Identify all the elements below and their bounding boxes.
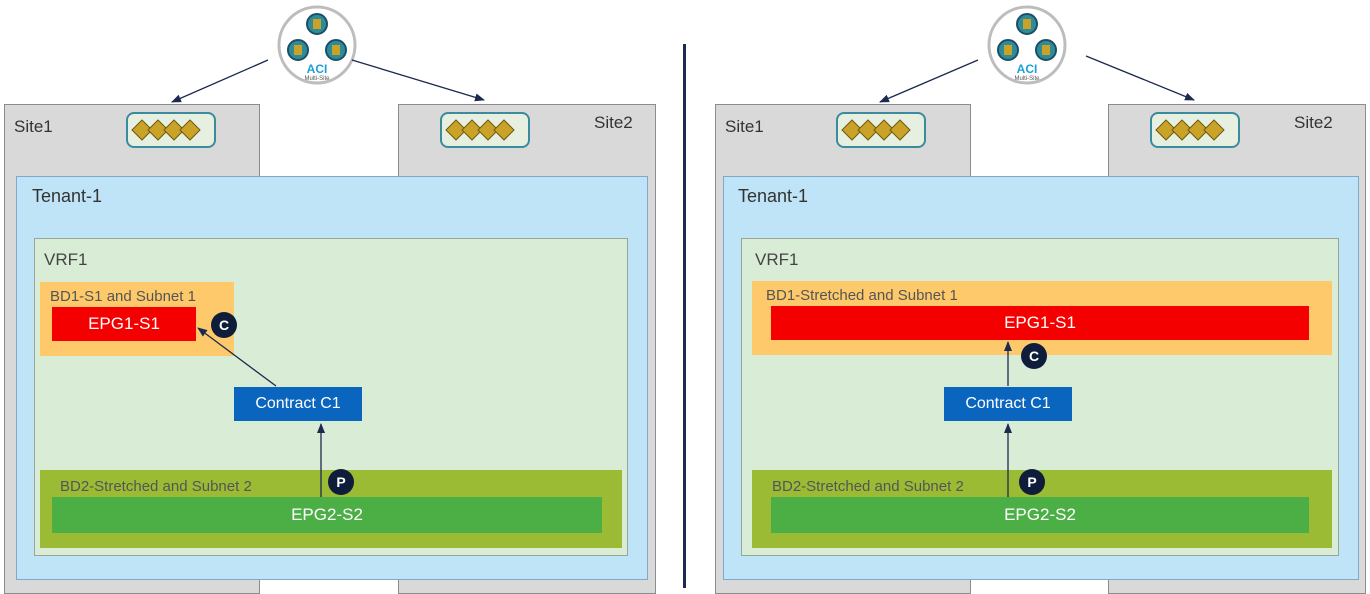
left-msc-to-site2-arrow xyxy=(351,59,485,102)
right-contract-c1: Contract C1 xyxy=(944,387,1072,421)
apic-cluster-glyph xyxy=(1155,119,1225,141)
right-tenant-label: Tenant-1 xyxy=(738,186,809,206)
apic-cluster-icon xyxy=(836,112,926,148)
apic-cluster-icon xyxy=(1150,112,1240,148)
aci-multi-site-glyph xyxy=(987,5,1067,85)
right-provider-badge: P xyxy=(1019,469,1045,495)
right-msc-to-site2-arrow xyxy=(1085,55,1195,101)
panel-divider xyxy=(683,44,686,588)
right-epg2: EPG2-S2 xyxy=(771,497,1309,533)
apic-cluster-glyph xyxy=(841,119,911,141)
left-vrf-label: VRF1 xyxy=(44,250,88,269)
right-msc-sublabel: Multi-Site xyxy=(1014,76,1040,82)
left-contract-to-epg1-arrow xyxy=(197,327,277,387)
left-epg2: EPG2-S2 xyxy=(52,497,602,533)
right-site1-label: Site1 xyxy=(725,117,764,136)
aci-multi-site-icon: ACI Multi-Site xyxy=(986,4,1068,86)
left-msc-label: ACI xyxy=(306,62,328,76)
right-bd1-label: BD1-Stretched and Subnet 1 xyxy=(766,287,958,304)
left-site1-label: Site1 xyxy=(14,117,53,136)
left-contract-c1: Contract C1 xyxy=(234,387,362,421)
right-epg1: EPG1-S1 xyxy=(771,306,1309,340)
left-site2-label: Site2 xyxy=(594,113,633,132)
left-msc-to-site1-arrow xyxy=(171,59,269,103)
apic-cluster-glyph xyxy=(131,119,201,141)
left-consumer-badge: C xyxy=(211,312,237,338)
aci-multi-site-glyph xyxy=(277,5,357,85)
left-provider-badge: P xyxy=(328,469,354,495)
right-bd2-label: BD2-Stretched and Subnet 2 xyxy=(772,478,964,495)
apic-cluster-icon xyxy=(126,112,216,148)
right-vrf-label: VRF1 xyxy=(755,250,799,269)
right-consumer-badge: C xyxy=(1021,343,1047,369)
aci-multi-site-icon: ACI Multi-Site xyxy=(276,4,358,86)
left-msc-sublabel: Multi-Site xyxy=(304,76,330,82)
left-epg1: EPG1-S1 xyxy=(52,307,196,341)
right-site2-label: Site2 xyxy=(1294,113,1333,132)
left-bd2-label: BD2-Stretched and Subnet 2 xyxy=(60,478,252,495)
right-msc-label: ACI xyxy=(1016,62,1038,76)
apic-cluster-glyph xyxy=(445,119,515,141)
left-bd1-label: BD1-S1 and Subnet 1 xyxy=(50,288,196,305)
left-tenant-label: Tenant-1 xyxy=(32,186,103,206)
apic-cluster-icon xyxy=(440,112,530,148)
right-msc-to-site1-arrow xyxy=(879,59,979,103)
